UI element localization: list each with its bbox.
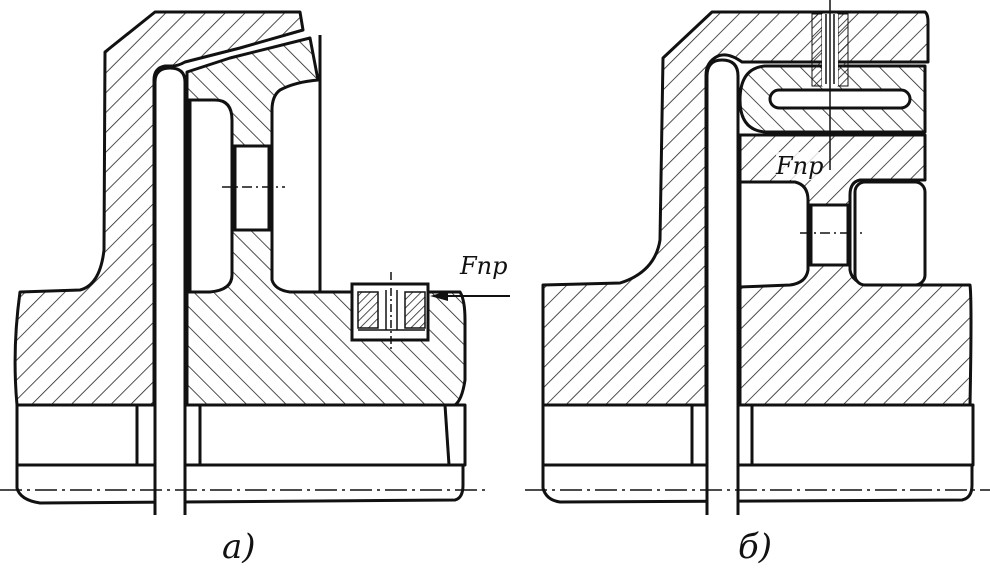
force-label-a: Fпр [460,252,508,280]
screw-b [811,0,849,170]
web-cavity-b [738,180,810,289]
view-b [525,0,990,515]
force-arrow-a [430,291,510,301]
shaft-b [541,403,975,504]
bolt-hole-a [233,144,271,232]
web-cavity-a [188,98,234,294]
web-cavity-b-right [853,180,927,287]
shaft-a [15,403,467,505]
caption-b: б) [738,527,773,567]
view-a [0,10,510,515]
housing-b [541,10,930,407]
bolt-hole-b [809,203,850,267]
pin-b [705,58,740,515]
force-label-b: Fпр [776,152,824,180]
pin-a [153,66,187,515]
caption-a: а) [222,527,256,567]
key-block-a [350,272,430,350]
ring-slot-b [768,88,912,110]
